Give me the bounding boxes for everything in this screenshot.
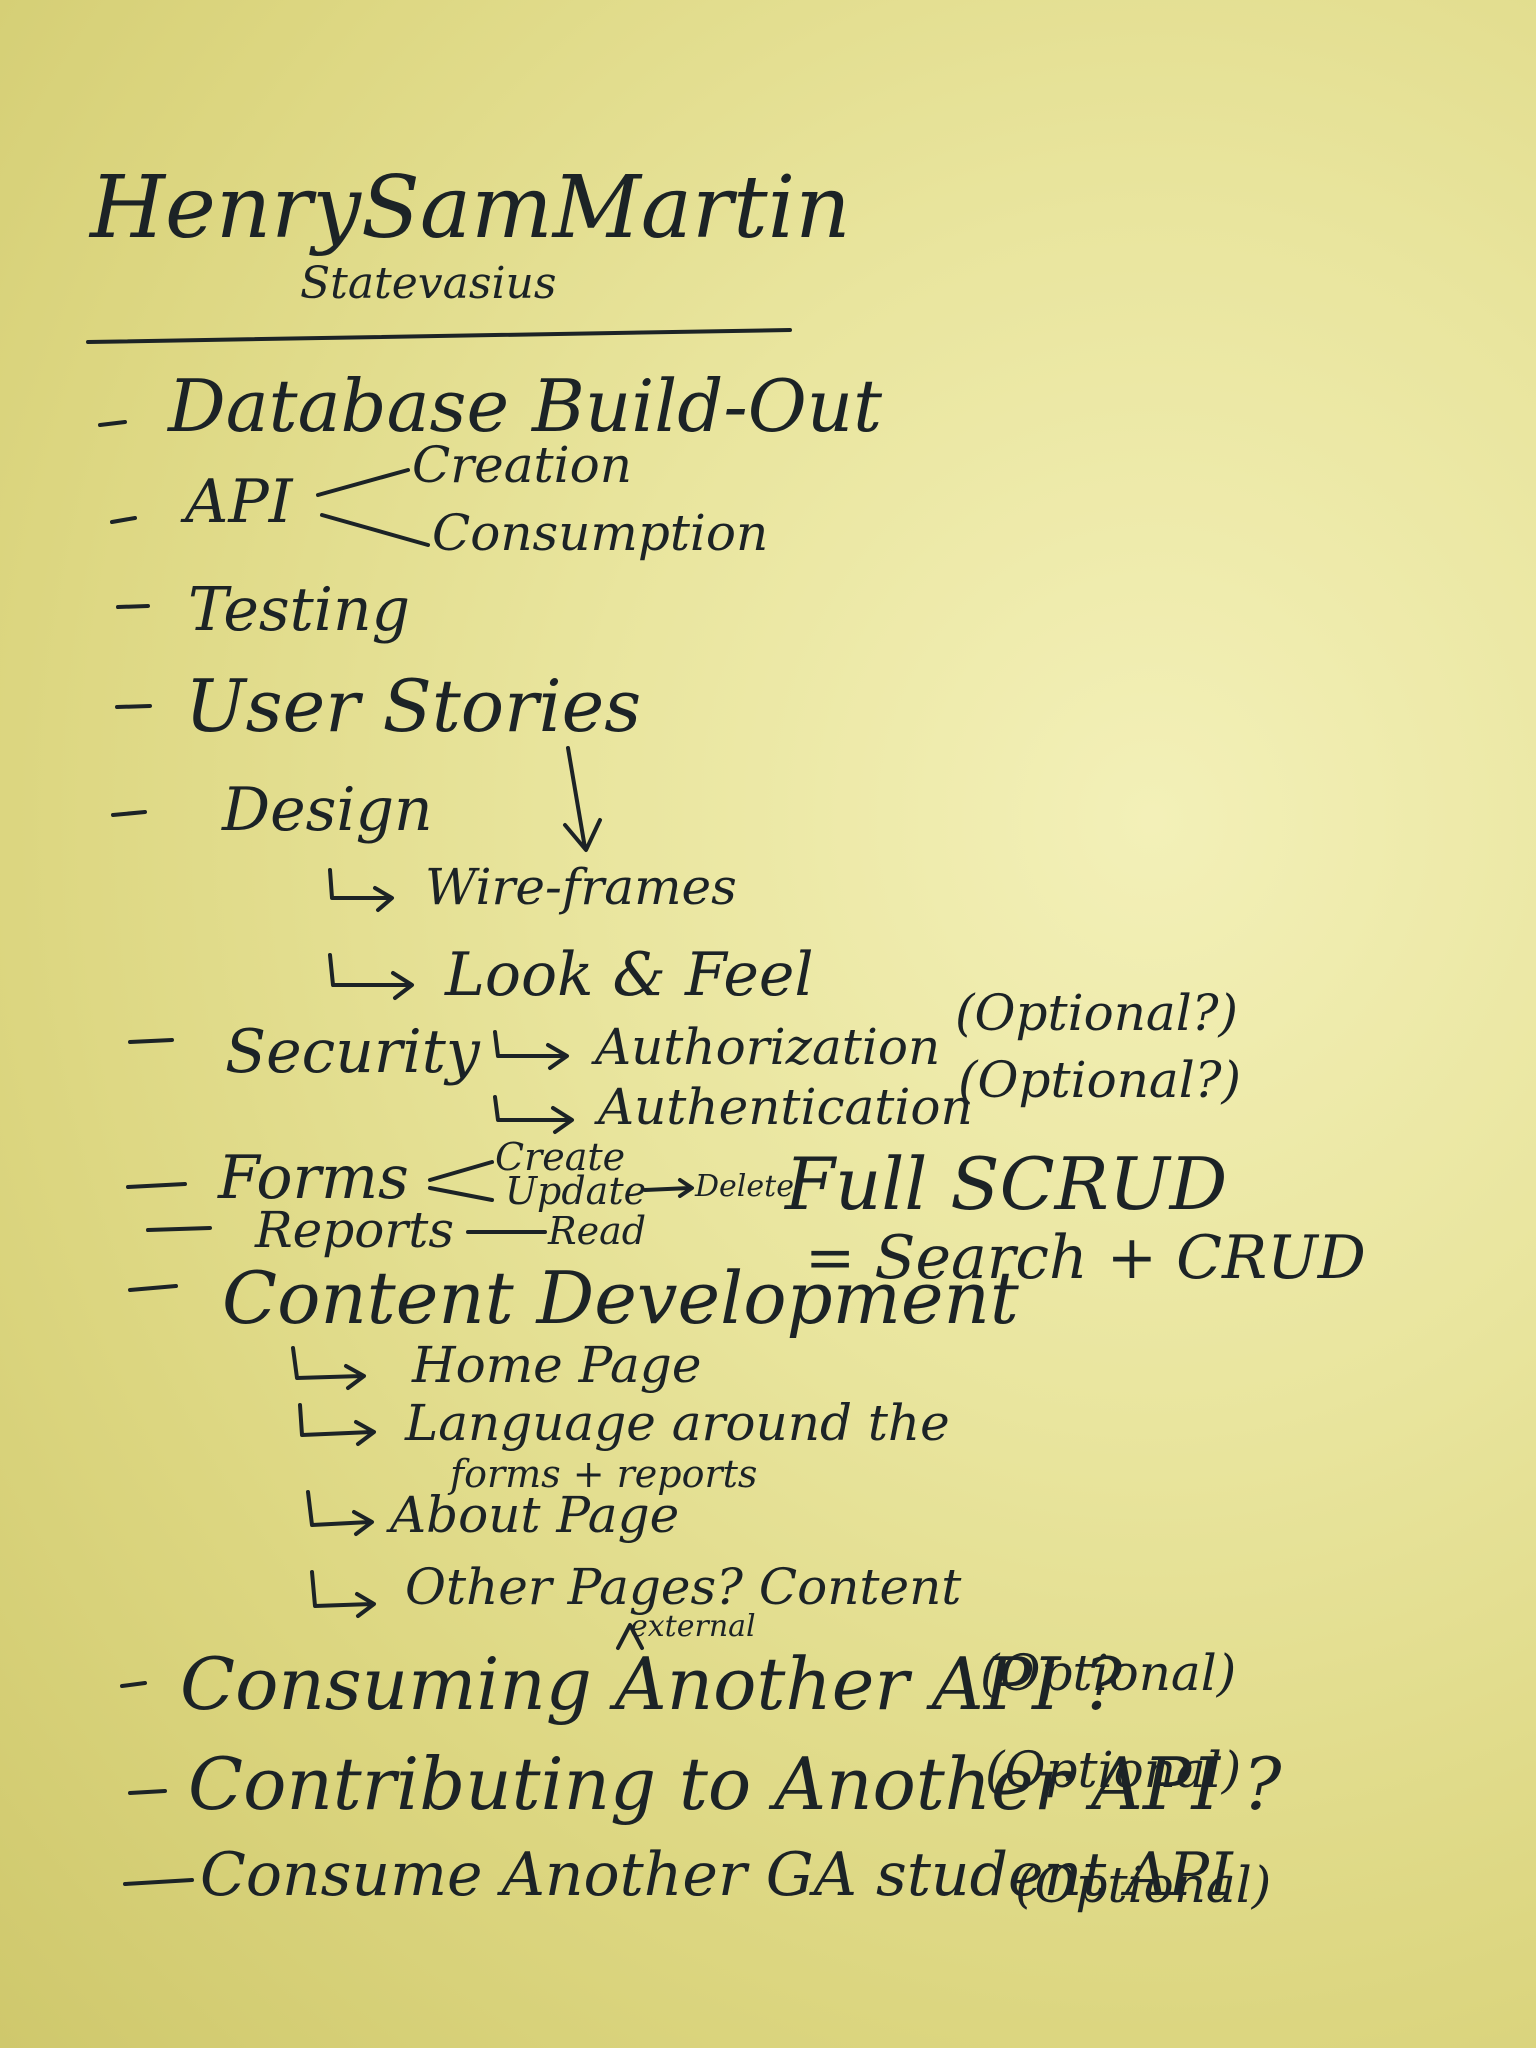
item-user-stories: User Stories xyxy=(185,664,642,748)
dash xyxy=(110,516,137,524)
down-arrow xyxy=(563,746,602,852)
corner-arrow xyxy=(291,1346,366,1390)
item-delete: Delete xyxy=(695,1169,794,1204)
insertion-caret xyxy=(616,1623,644,1650)
item-design: Design xyxy=(222,775,433,845)
item-security: Security xyxy=(225,1017,480,1087)
item-consuming-api: Consuming Another API ? xyxy=(180,1642,1123,1726)
corner-arrow xyxy=(306,1490,374,1536)
corner-arrow xyxy=(328,953,414,1000)
dash xyxy=(123,1878,194,1886)
note-full-scrud: Full SCRUD xyxy=(785,1142,1228,1226)
corner-arrow xyxy=(328,868,394,912)
item-contributing-api: Contributing to Another API ? xyxy=(188,1742,1282,1826)
corner-arrow xyxy=(493,1030,569,1070)
item-other-pages: Other Pages? Content xyxy=(405,1558,962,1616)
dash xyxy=(128,1789,167,1795)
item-about-page: About Page xyxy=(390,1486,680,1544)
title-underline xyxy=(86,328,792,344)
api-branch-down xyxy=(320,513,430,547)
dash xyxy=(120,1681,147,1688)
item-create: Create xyxy=(495,1135,626,1179)
note-optional-contributing: (Optional) xyxy=(985,1741,1242,1799)
item-content-development: Content Development xyxy=(222,1256,1019,1340)
item-api: API xyxy=(185,467,293,537)
item-testing: Testing xyxy=(188,575,411,645)
dash xyxy=(115,704,152,709)
dash xyxy=(111,810,147,817)
item-forms: Forms xyxy=(218,1143,409,1213)
note-scrud-definition: = Search + CRUD xyxy=(805,1223,1366,1293)
item-read: Read xyxy=(548,1209,647,1253)
note-optional-ga: (Optional) xyxy=(1015,1856,1272,1914)
item-consume-ga-api: Consume Another GA student API xyxy=(200,1840,1233,1910)
dash xyxy=(128,1038,174,1044)
corner-arrow xyxy=(493,1095,574,1134)
item-database: Database Build-Out xyxy=(168,364,883,448)
item-language-cont: forms + reports xyxy=(450,1452,758,1496)
corner-arrow xyxy=(310,1570,376,1618)
item-language: Language around the xyxy=(405,1394,950,1452)
item-api-creation: Creation xyxy=(412,436,632,494)
note-optional-authorization: (Optional?) xyxy=(955,984,1239,1042)
dash xyxy=(98,420,127,427)
item-update: Update xyxy=(505,1169,647,1213)
update-delete-arrow xyxy=(643,1178,694,1198)
item-wireframes: Wire-frames xyxy=(425,858,737,916)
heading-names: HenrySamMartin xyxy=(90,158,851,258)
dash xyxy=(146,1226,212,1232)
note-optional-consuming: (Optional) xyxy=(980,1644,1237,1702)
heading-team: Statevasius xyxy=(300,258,557,309)
note-external: external xyxy=(630,1609,756,1644)
item-reports: Reports xyxy=(255,1201,454,1259)
api-branch-up xyxy=(316,468,410,497)
corner-arrow xyxy=(298,1403,376,1446)
item-authentication: Authentication xyxy=(598,1078,973,1136)
item-authorization: Authorization xyxy=(595,1018,941,1076)
item-api-consumption: Consumption xyxy=(432,504,769,562)
item-look-feel: Look & Feel xyxy=(445,940,814,1010)
dash xyxy=(116,604,150,609)
dash xyxy=(128,1284,178,1292)
note-optional-authentication: (Optional?) xyxy=(958,1051,1242,1109)
item-home-page: Home Page xyxy=(412,1336,702,1394)
forms-branch xyxy=(428,1160,494,1202)
dash xyxy=(126,1182,187,1189)
